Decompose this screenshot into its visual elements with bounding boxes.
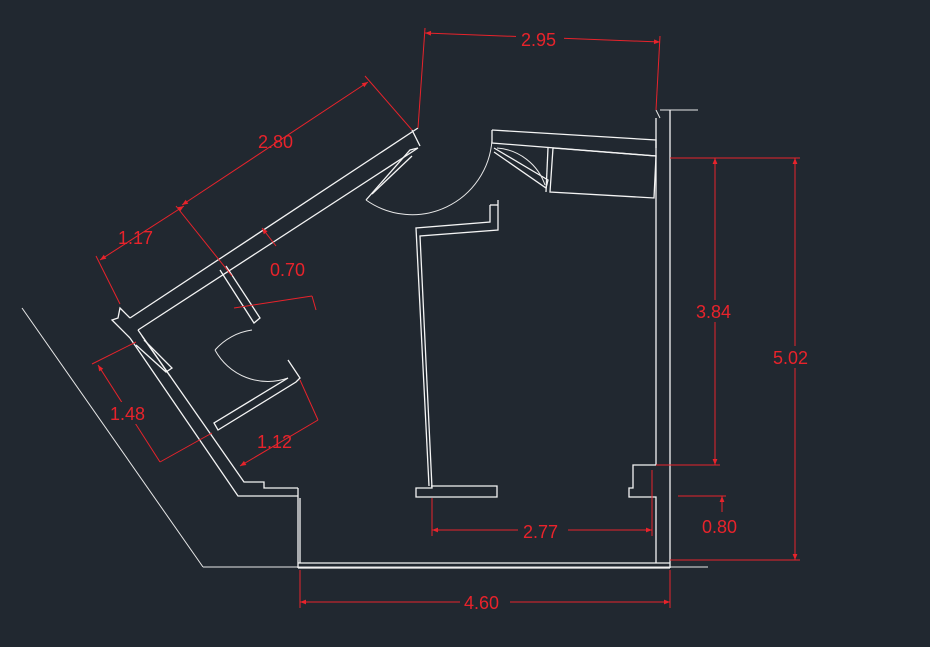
dim-label-left-lower: 1.48 [110,404,145,424]
dim-label-small-room-width: 1.12 [257,432,292,452]
dim-label-bottom-offset: 0.80 [702,517,737,537]
dim-label-small-offset: 0.70 [270,260,305,280]
dim-label-right-total-height: 5.02 [773,348,808,368]
dim-label-diagonal-wall: 2.80 [258,132,293,152]
dimension-labels: 2.95 2.80 1.17 0.70 1.48 1.12 3.84 5.02 … [106,28,820,614]
dim-label-right-inner-height: 3.84 [696,302,731,322]
dim-label-inner-bottom-width: 2.77 [523,522,558,542]
walls [21,109,708,569]
dim-label-total-bottom-width: 4.60 [464,593,499,613]
dim-label-top-width: 2.95 [521,30,556,50]
dim-label-left-upper: 1.17 [118,228,153,248]
